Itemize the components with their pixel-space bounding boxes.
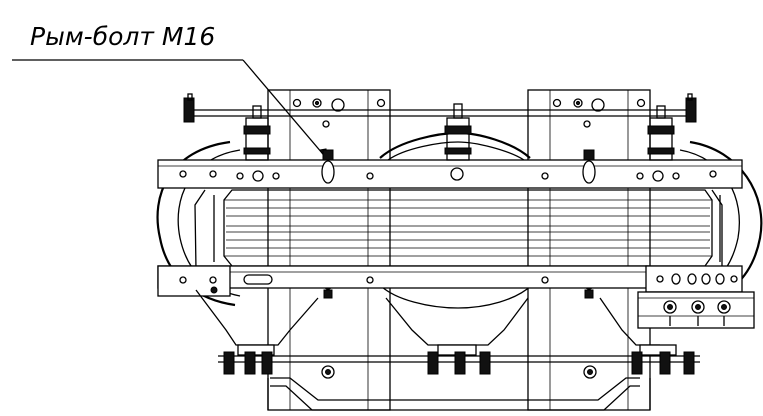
base-frame [267,377,651,411]
terminal-box [637,265,755,329]
lower-coil-cones [195,289,677,356]
bottom-clamping-beam [157,265,649,297]
top-beam-body [157,159,743,189]
callout-label: Рым-болт М16 [30,22,215,51]
top-clamping-beam [157,159,743,189]
bottom-beam-body [157,265,649,289]
top-tie-rod [183,93,697,123]
top-clamp-assemblies [243,103,675,161]
eyebolt-top-right [582,149,596,184]
core-yoke [213,189,721,267]
eyebolt-top-left [321,149,335,184]
eyebolt-callout: Рым-болт М16 [12,22,329,163]
bottom-tie-rods [218,351,700,379]
